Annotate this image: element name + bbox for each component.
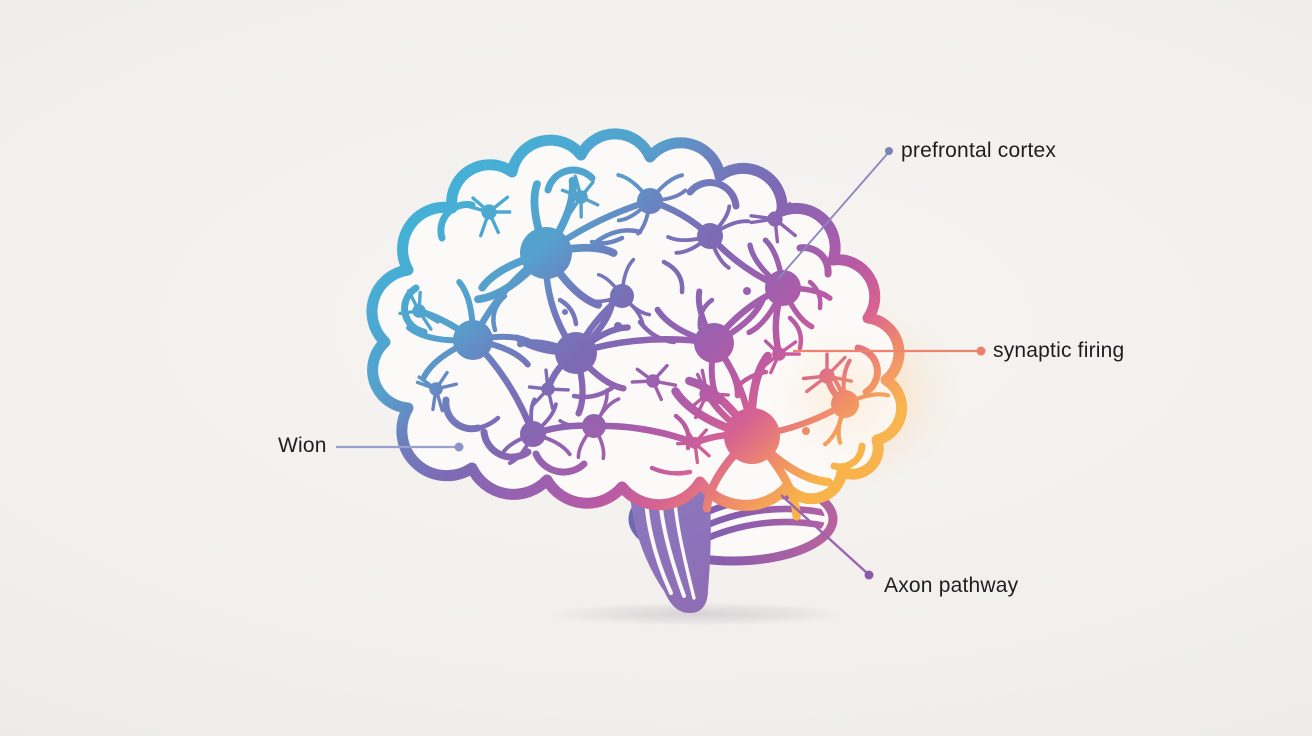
neural-network — [398, 166, 891, 521]
leader-line-axon-pathway — [780, 494, 868, 574]
leader-dot-synaptic-firing — [976, 346, 986, 356]
leader-lines — [336, 147, 986, 580]
leader-dot-axon-pathway — [864, 570, 874, 580]
leader-dot-prefrontal-cortex — [885, 147, 893, 155]
label-axon-pathway: Axon pathway — [884, 574, 1019, 597]
label-synaptic-firing: synaptic firing — [993, 339, 1125, 362]
label-neuron: Wion — [278, 434, 327, 457]
leader-dot-neuron — [454, 442, 464, 452]
label-prefrontal-cortex: prefrontal cortex — [901, 139, 1057, 162]
leader-line-prefrontal-cortex — [777, 152, 889, 280]
ground-shadow — [545, 602, 849, 626]
